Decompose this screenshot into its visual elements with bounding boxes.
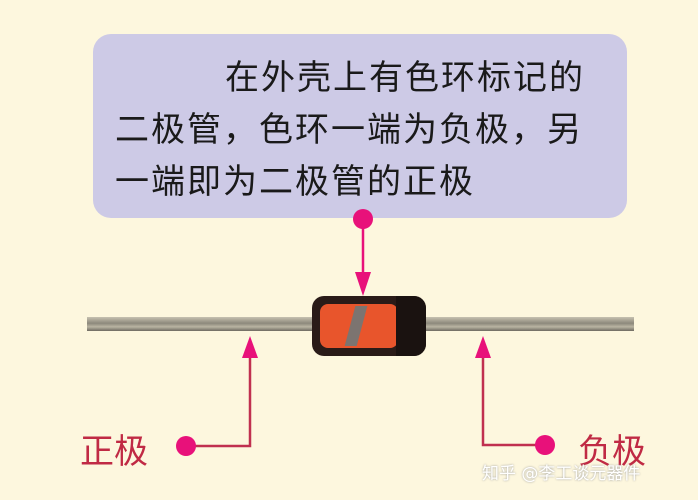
callout-text: 在外壳上有色环标记的 二极管，色环一端为负极，另 一端即为二极管的正极	[115, 52, 615, 208]
diode-body	[312, 296, 426, 356]
cathode-color-band	[396, 296, 426, 356]
cathode-lead-wire	[420, 317, 634, 331]
anode-label: 正极	[80, 432, 148, 472]
callout-pointer	[353, 209, 373, 296]
anode-lead-wire	[87, 317, 317, 331]
callout-bubble: 在外壳上有色环标记的 二极管，色环一端为负极，另 一端即为二极管的正极	[93, 34, 627, 218]
cathode-pointer	[475, 336, 555, 455]
anode-pointer	[176, 336, 258, 456]
callout-line-2: 二极管，色环一端为负极，另	[115, 110, 583, 150]
watermark: 知乎 @李工谈元器件	[482, 464, 641, 484]
callout-line-1: 在外壳上有色环标记的	[225, 58, 585, 98]
cathode-label: 负极	[578, 432, 646, 472]
callout-line-3: 一端即为二极管的正极	[115, 162, 475, 202]
